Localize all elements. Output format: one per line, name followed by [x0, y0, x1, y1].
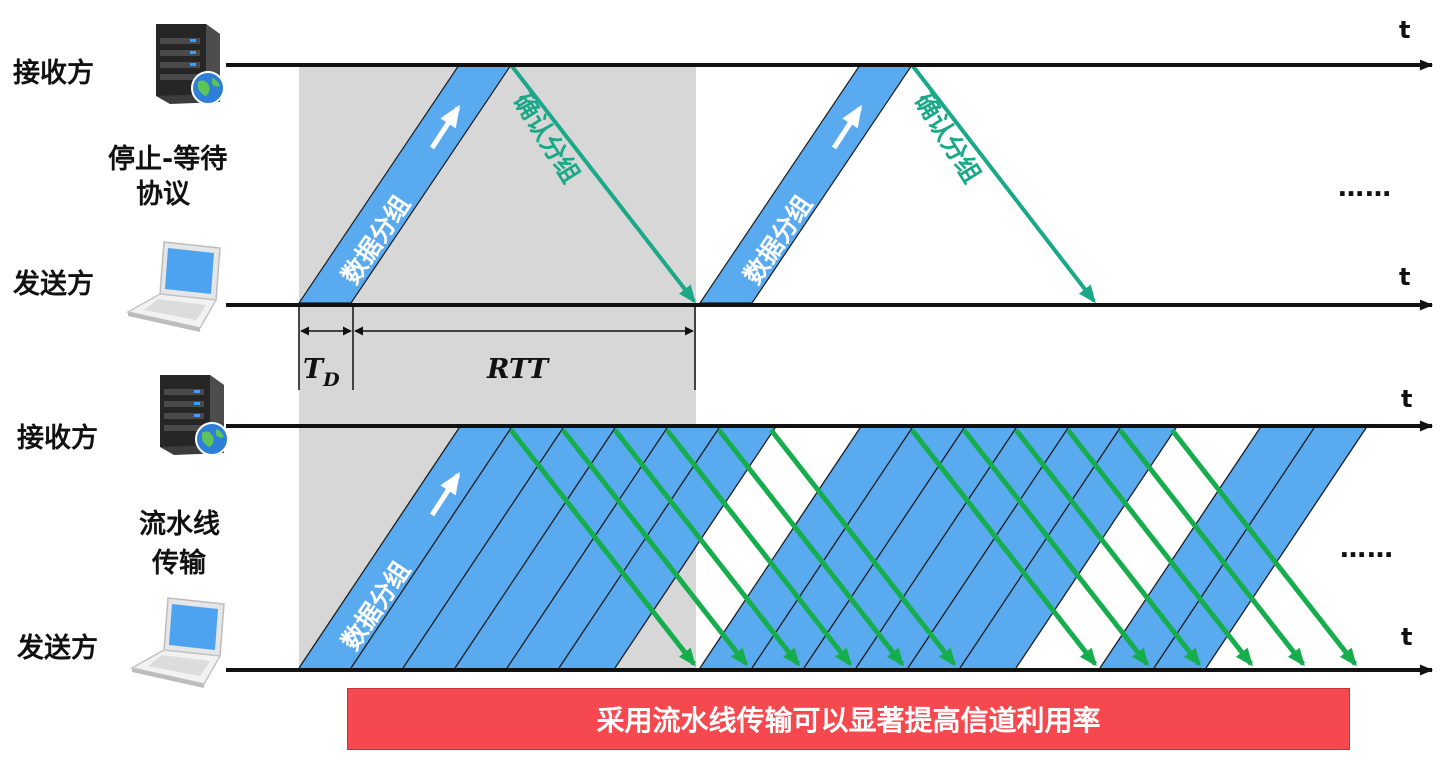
packet-dividers [298, 427, 1367, 669]
continuation-ellipsis: …… [1338, 173, 1392, 203]
continuation-ellipsis: …… [1340, 534, 1394, 564]
packet-divider [298, 427, 460, 669]
packet-divider [506, 427, 668, 669]
arrow-up-right-icon [429, 471, 461, 517]
packet-divider [1099, 427, 1261, 669]
ack-arrow [910, 428, 1097, 667]
data-packet-band [698, 64, 914, 304]
laptop-icon [125, 241, 221, 332]
ack-arrow [561, 428, 748, 667]
rtt-label: RTT [486, 354, 550, 385]
ack-label: 确认分组 [909, 88, 987, 188]
packet-divider [1153, 427, 1315, 669]
packet-divider [751, 427, 913, 669]
server-icon [156, 24, 225, 105]
arrow-up-right-icon [831, 104, 863, 150]
time-axis-label: t [1401, 623, 1412, 651]
data-packet-band [700, 428, 1176, 668]
packet-divider [803, 427, 965, 669]
ack-arrow [769, 428, 956, 667]
data-packet-band [1100, 428, 1366, 668]
ack-arrow [1170, 428, 1357, 667]
packet-divider [402, 427, 564, 669]
sender-label: 发送方 [12, 268, 94, 300]
arrow-up-right-icon [429, 104, 461, 150]
receiver-label: 接收方 [13, 57, 94, 89]
data-packet-band [299, 428, 775, 668]
laptop-icon [129, 597, 225, 688]
ack-arrow [509, 428, 696, 667]
ack-arrow [613, 428, 800, 667]
time-axis-label: t [1399, 16, 1410, 44]
protocol-label: 停止-等待 [108, 143, 227, 175]
ack-arrow [509, 63, 696, 304]
protocol-label: 协议 [136, 179, 191, 210]
packet-divider [350, 427, 512, 669]
sender-label: 发送方 [16, 632, 98, 664]
packet-divider [699, 427, 861, 669]
receiver-label: 接收方 [17, 422, 98, 454]
ack-arrow [1066, 428, 1253, 667]
globe-icon [195, 422, 229, 456]
packet-divider [1205, 427, 1367, 669]
protocol-label: 流水线 [139, 509, 220, 540]
stop-and-wait-section: 数据分组 数据分组 确认分组 确认分组 t t …… 接收方 发送方 停止-等待… [12, 16, 1434, 391]
protocol-label: 传输 [151, 547, 207, 579]
time-axis-label: t [1401, 385, 1412, 413]
conclusion-banner: 采用流水线传输可以显著提高信道利用率 [347, 688, 1350, 750]
ack-arrow [1118, 428, 1305, 667]
ack-arrow [717, 428, 904, 667]
packet-divider [959, 427, 1121, 669]
time-axis-label: t [1399, 263, 1410, 291]
packet-divider [558, 427, 720, 669]
ack-arrow [910, 63, 1096, 304]
ack-arrows [509, 428, 1357, 667]
packet-divider [855, 427, 1017, 669]
globe-icon [191, 71, 225, 105]
pipeline-section: 数据分组 t t …… 接收方 发送方 流水线 传输 [16, 385, 1434, 676]
ack-arrow [962, 428, 1149, 667]
server-icon [160, 375, 229, 456]
packet-divider [907, 427, 1069, 669]
packet-divider [454, 427, 616, 669]
td-label: TD [303, 354, 340, 391]
conclusion-text: 采用流水线传输可以显著提高信道利用率 [596, 704, 1101, 737]
ack-arrow [1014, 428, 1201, 667]
ack-arrow [665, 428, 852, 667]
